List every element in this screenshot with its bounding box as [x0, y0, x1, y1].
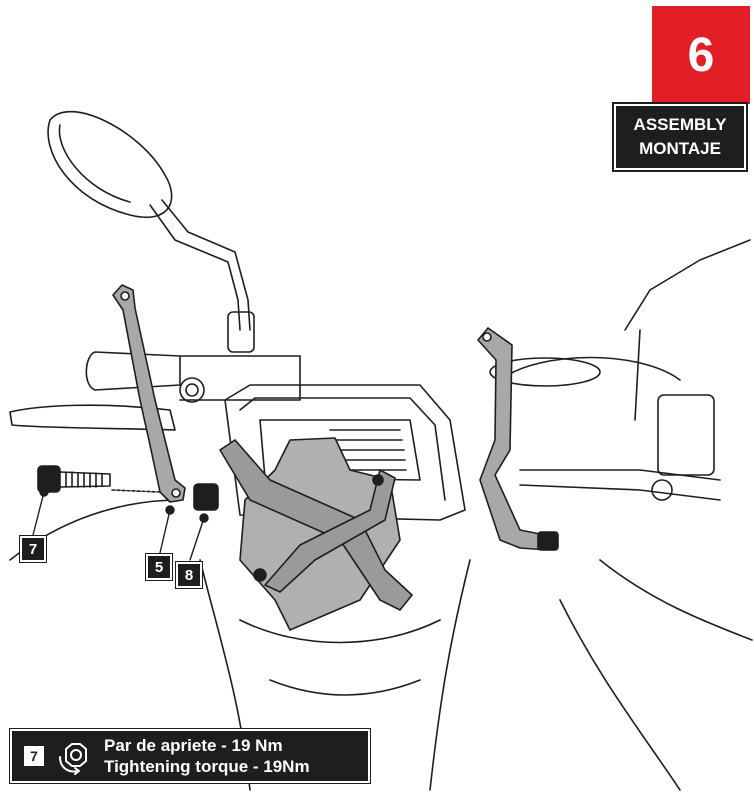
- assembly-title-en: ASSEMBLY: [633, 115, 727, 134]
- callout-leaders: [32, 487, 209, 561]
- assembly-title-es: MONTAJE: [639, 139, 721, 158]
- mirror: [47, 110, 255, 353]
- mounting-bolt: [37, 465, 161, 493]
- left-handlebar: [9, 351, 301, 431]
- torque-text: Par de apriete - 19 Nm Tightening torque…: [104, 735, 310, 777]
- windscreen-assembly: [219, 437, 413, 631]
- left-mounting-bracket: [112, 284, 186, 503]
- torque-wrench-icon: [59, 743, 87, 775]
- torque-english: Tightening torque - 19Nm: [104, 757, 310, 776]
- right-handlebar: [489, 239, 751, 501]
- torque-spanish: Par de apriete - 19 Nm: [104, 736, 283, 755]
- right-mounting-bracket: [477, 327, 559, 551]
- spacer: [193, 483, 219, 511]
- torque-part-ref: 7: [24, 746, 44, 766]
- callout-bolt: 7: [19, 535, 47, 563]
- front-fairing: [9, 499, 753, 791]
- callout-spacer: 8: [175, 561, 203, 589]
- assembly-title: ASSEMBLY MONTAJE: [612, 102, 748, 172]
- callout-bracket: 5: [145, 553, 173, 581]
- torque-spec-box: 7 Par de apriete - 19 Nm Tightening torq…: [9, 728, 371, 784]
- step-number-badge: 6: [652, 6, 750, 104]
